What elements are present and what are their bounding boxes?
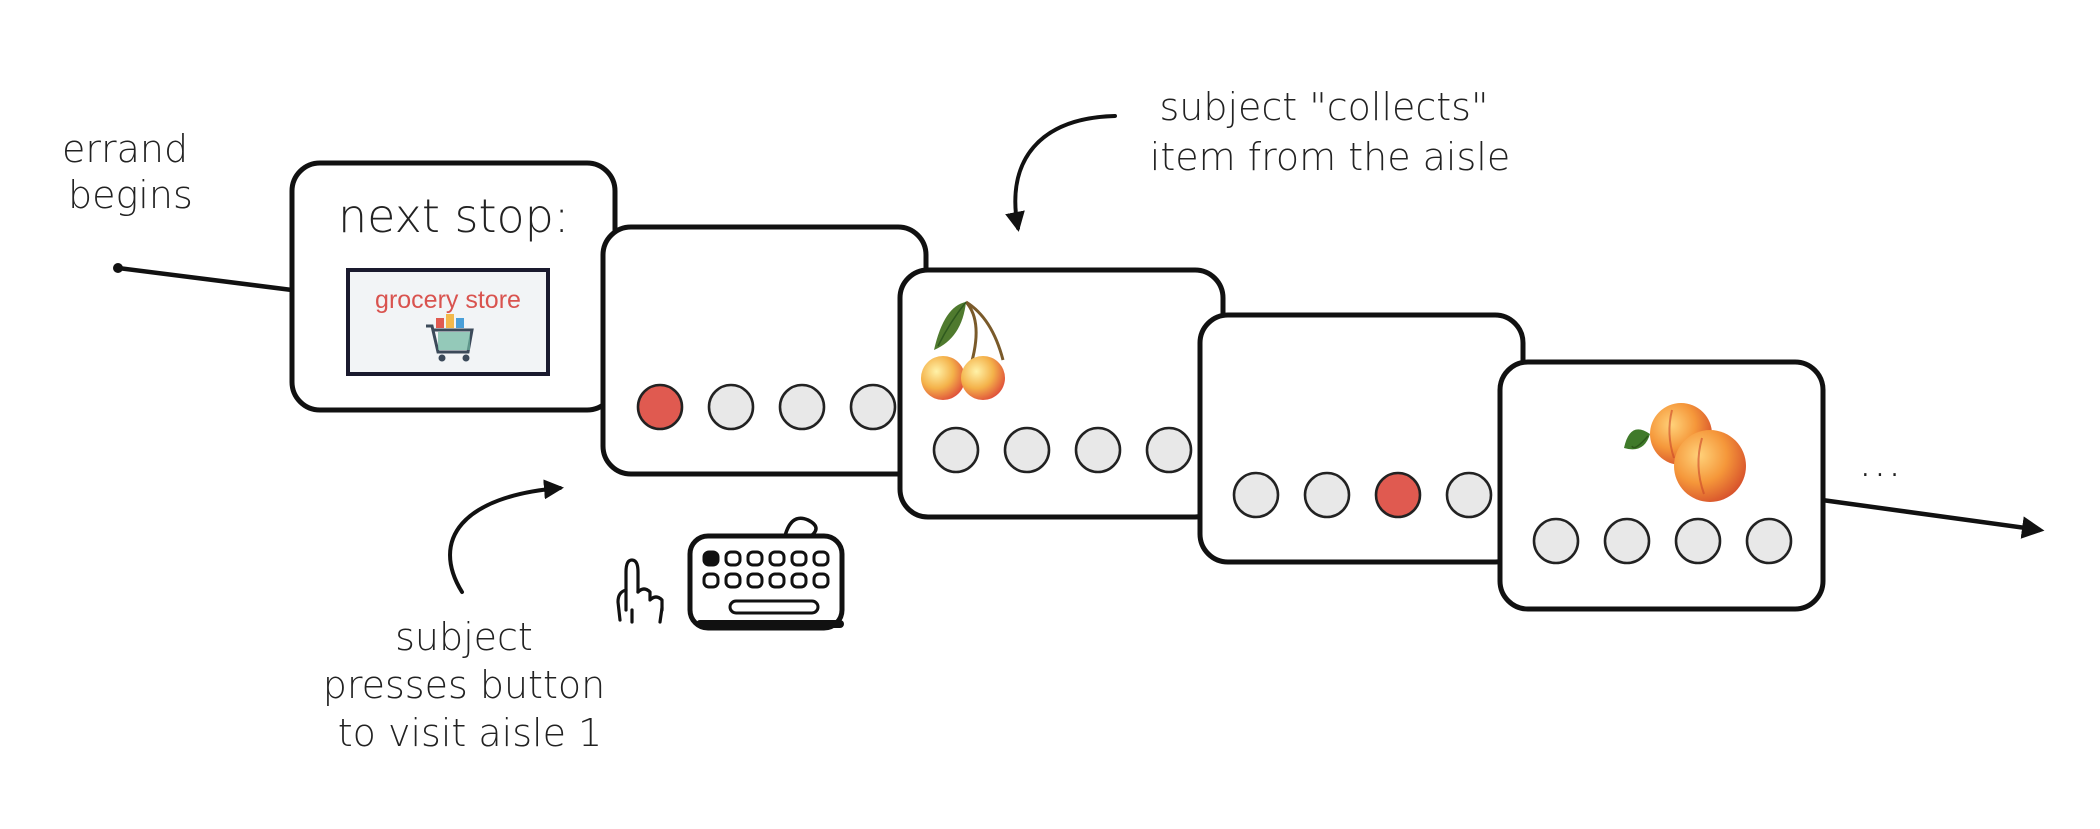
- aisle-circles: [636, 383, 1793, 565]
- screen-aisle-select-1: [600, 224, 929, 477]
- aisle-circle: [1445, 471, 1493, 519]
- timeline-start-line: [115, 265, 295, 293]
- store-name-text: grocery store: [375, 286, 521, 314]
- keyboard-key: [724, 550, 742, 567]
- collects-annotation: subject "collects" item from the aisle: [1150, 85, 1510, 179]
- keyboard-key: [790, 550, 808, 567]
- keyboard-key: [768, 572, 786, 589]
- aisle-circle: [849, 383, 897, 431]
- aisle-circle: [1303, 471, 1351, 519]
- keyboard-key: [790, 572, 808, 589]
- keyboard-icon: [687, 516, 845, 631]
- timeline-start-dot: [113, 263, 123, 273]
- keyboard-key: [768, 550, 786, 567]
- screen-aisle-select-2: [1197, 312, 1526, 565]
- aisle-circle: [778, 383, 826, 431]
- grocery-store-sign: grocery store: [346, 268, 550, 376]
- aisle-circle: [1532, 517, 1580, 565]
- presses-annotation: subject presses button to visit aisle 1: [323, 615, 618, 755]
- aisle-circle: [1145, 426, 1193, 474]
- collects-arrow: [1005, 114, 1117, 232]
- peach-icon: [1624, 403, 1746, 502]
- keyboard-key: [702, 572, 720, 589]
- timeline-end-arrow: [1821, 497, 2045, 539]
- presses-arrow: [448, 479, 564, 594]
- aisle-circle: [1074, 426, 1122, 474]
- screen-item-peaches: [1497, 359, 1826, 612]
- keyboard-key: [702, 550, 720, 567]
- aisle-circle-selected: [1374, 471, 1422, 519]
- keyboard-key: [746, 572, 764, 589]
- cherry-icon: [921, 300, 1005, 400]
- errand-begins-label: errand begins: [62, 127, 200, 217]
- keyboard-key: [724, 572, 742, 589]
- aisle-circle: [1003, 426, 1051, 474]
- ellipsis-label: ...: [1858, 433, 1902, 487]
- keyboard-key: [746, 550, 764, 567]
- aisle-circle: [1232, 471, 1280, 519]
- aisle-circle-selected: [636, 383, 684, 431]
- screen-next-stop: next stop: grocery store: [289, 160, 618, 413]
- aisle-circle: [1745, 517, 1793, 565]
- keyboard-key: [812, 550, 830, 567]
- aisle-circle: [1603, 517, 1651, 565]
- aisle-circle: [707, 383, 755, 431]
- keyboard-key: [812, 572, 830, 589]
- shopping-cart-icon: [426, 314, 474, 362]
- next-stop-label: next stop:: [338, 189, 569, 243]
- screen-item-cherries: [897, 267, 1226, 520]
- keyboard-keys: [702, 550, 830, 589]
- pointing-hand-icon: [616, 558, 664, 624]
- aisle-circle: [932, 426, 980, 474]
- aisle-circle: [1674, 517, 1722, 565]
